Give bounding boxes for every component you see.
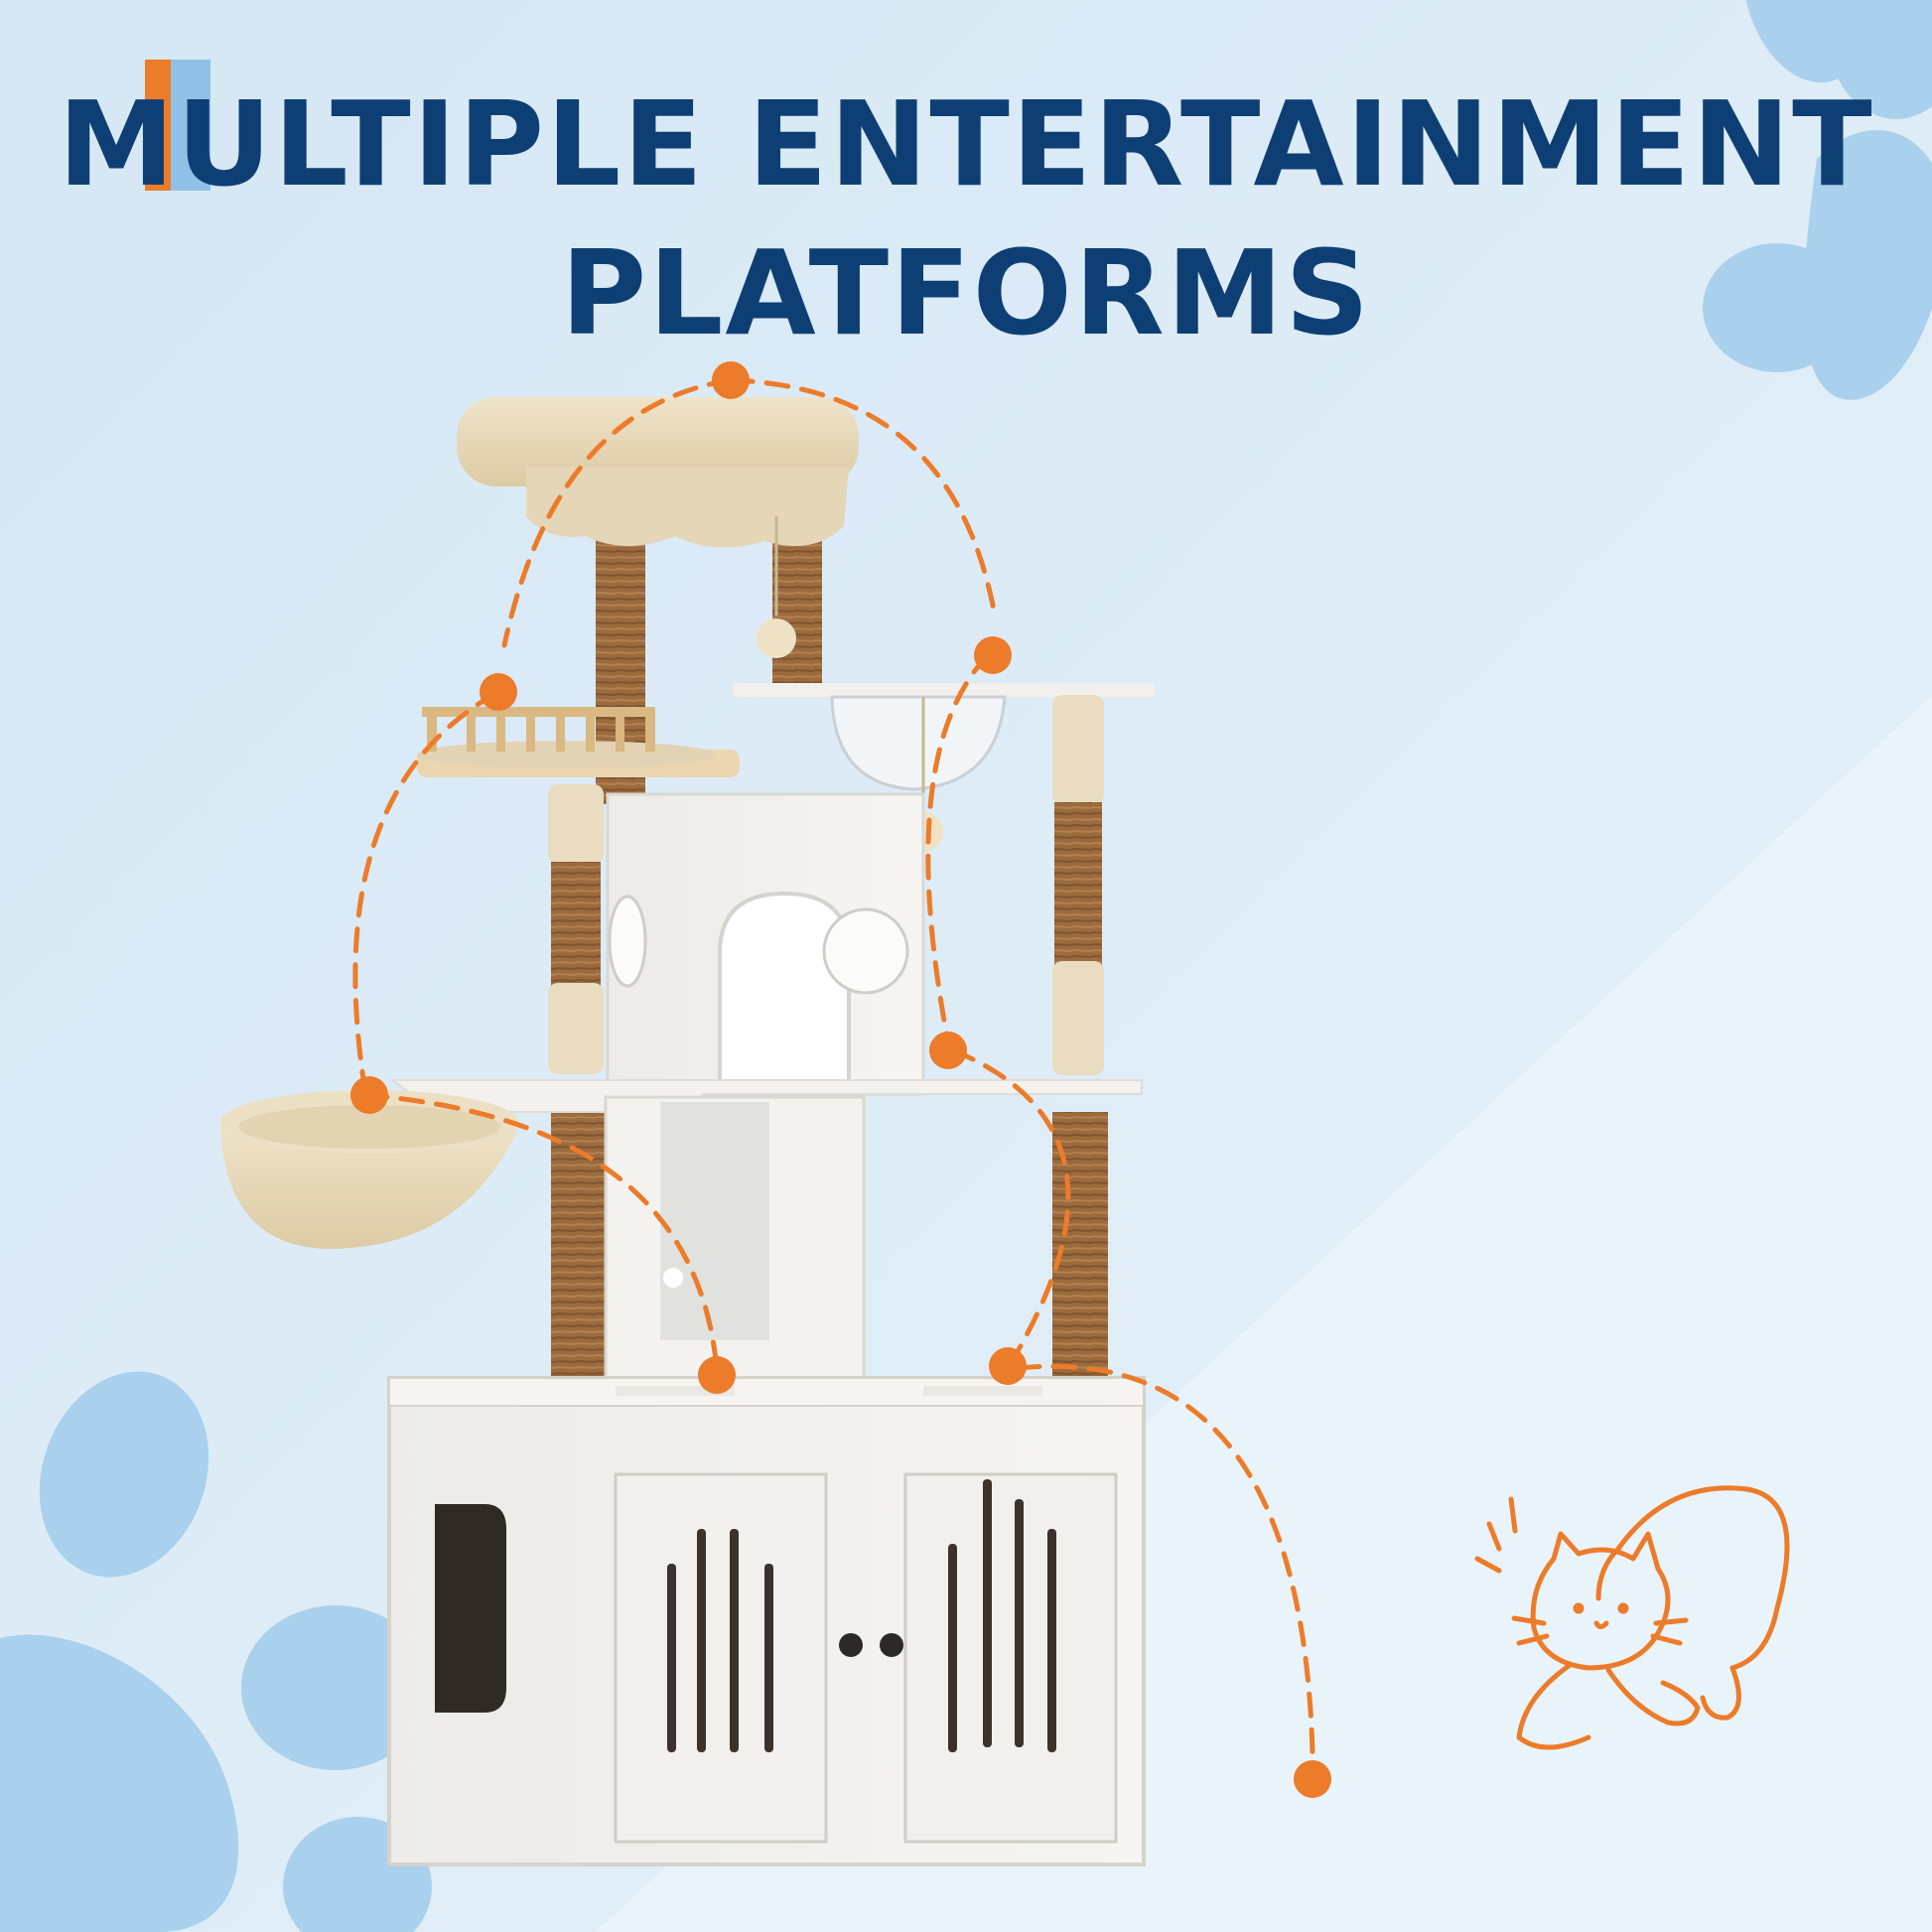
paw-print-icon	[0, 1371, 432, 1932]
title-line-1: MULTIPLE ENTERTAINMENT	[58, 75, 1874, 212]
door-knob	[880, 1633, 903, 1657]
clear-bubble-bowl	[830, 695, 1007, 791]
cat-stretch-illustration	[1474, 1485, 1790, 1750]
cabinet-left-door	[614, 1472, 828, 1844]
connector-dots	[350, 361, 1331, 1798]
plush-post	[1052, 695, 1104, 804]
condo-window	[822, 907, 909, 995]
plush-post	[1052, 961, 1104, 1075]
plush-basket-bed	[220, 1122, 521, 1249]
hanging-ball-toy	[757, 619, 796, 658]
condo-side-window	[608, 895, 647, 988]
title-line-2: PLATFORMS	[560, 224, 1372, 361]
condo-arch-door	[718, 891, 851, 1096]
upper-right-platform	[733, 683, 1155, 697]
page-title: MULTIPLE ENTERTAINMENT PLATFORMS	[0, 69, 1932, 367]
plush-post	[548, 983, 604, 1074]
title-accent-bar	[145, 60, 210, 191]
plush-post	[548, 784, 604, 864]
cabinet-side-opening	[435, 1504, 506, 1713]
sisal-post	[1054, 802, 1102, 966]
cabinet-right-door	[903, 1472, 1118, 1844]
top-bed-skirt	[526, 467, 849, 548]
top-bed-platform	[457, 397, 859, 486]
door-knob	[839, 1633, 863, 1657]
paw-print-icon	[1703, 0, 1932, 400]
sisal-post	[551, 862, 601, 986]
